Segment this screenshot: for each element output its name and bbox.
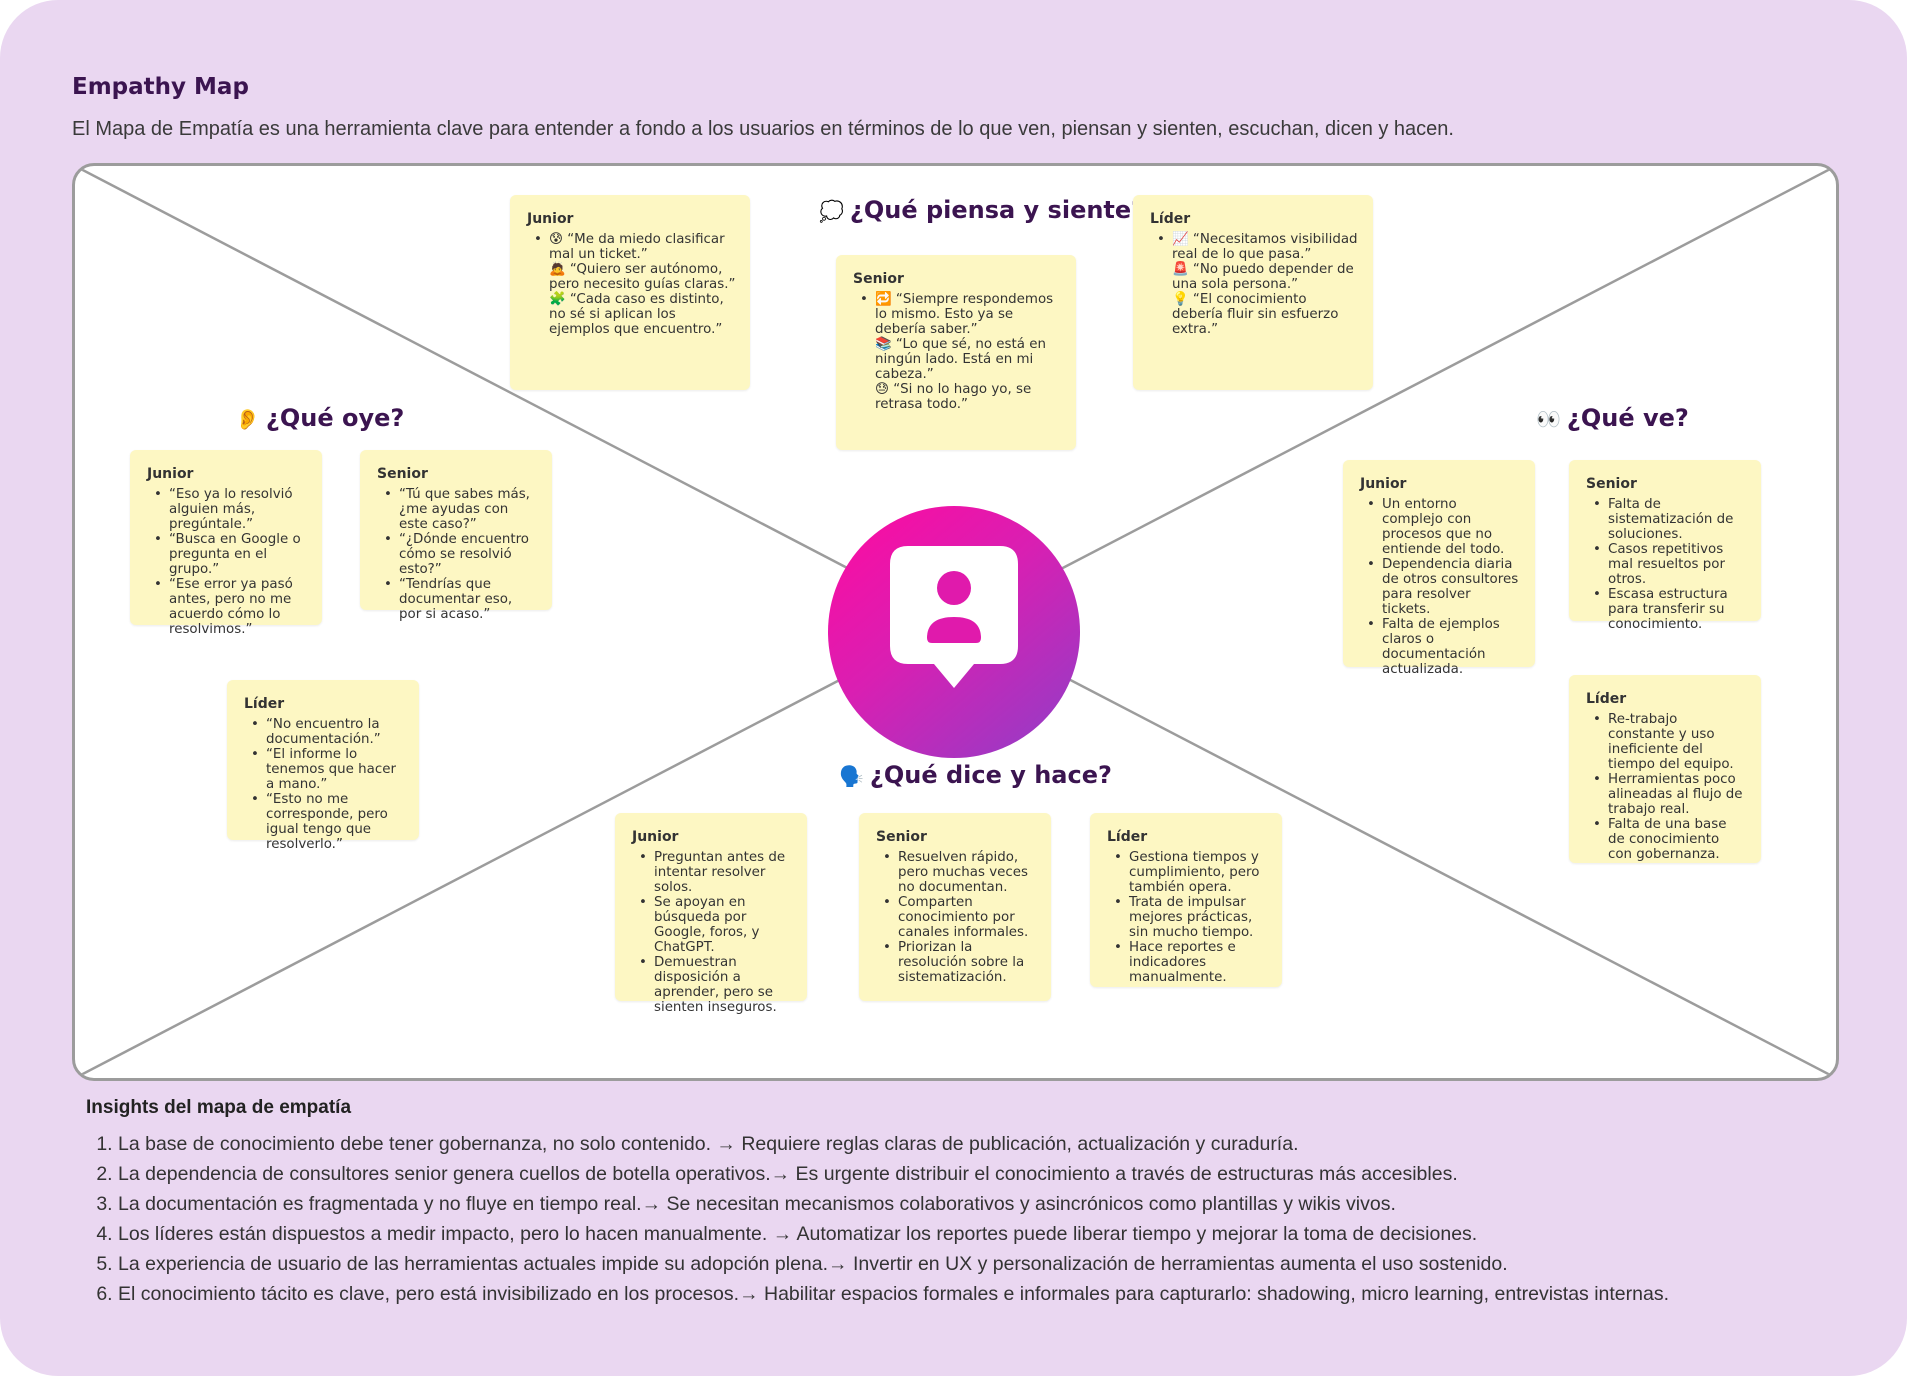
list-item: Comparten conocimiento por canales infor…	[883, 895, 1037, 940]
sticky-note-ve-junior: Junior Un entorno complejo con procesos …	[1343, 460, 1535, 677]
list-item: “Tú que sabes más, ¿me ayudas con este c…	[384, 487, 538, 532]
list-item: “Tendrías que documentar eso, por si aca…	[384, 577, 538, 622]
sticky-note-ve-senior: Senior Falta de sistematización de soluc…	[1569, 460, 1761, 632]
list-item: Falta de ejemplos claros o documentación…	[1367, 617, 1521, 677]
list-item: “Eso ya lo resolvió alguien más, pregúnt…	[154, 487, 308, 532]
sticky-note-piensa-senior: Senior 🔁 “Siempre respondemos lo mismo. …	[836, 255, 1076, 450]
note-role: Senior	[377, 466, 428, 482]
list-item: Resuelven rápido, pero muchas veces no d…	[883, 850, 1037, 895]
note-list: Resuelven rápido, pero muchas veces no d…	[876, 850, 1037, 985]
eyes-icon: 👀	[1536, 407, 1561, 431]
list-item: Demuestran disposición a aprender, pero …	[639, 955, 793, 1015]
heading-oye: 👂¿Qué oye?	[235, 404, 405, 432]
insights-section: Insights del mapa de empatía La base de …	[86, 1097, 1876, 1309]
note-list: Falta de sistematización de soluciones. …	[1586, 497, 1747, 632]
heading-dice-hace: 🗣️¿Qué dice y hace?	[839, 761, 1112, 789]
list-item: Re-trabajo constante y uso ineficiente d…	[1593, 712, 1747, 772]
list-item: 📚 “Lo que sé, no está en ningún lado. Es…	[875, 337, 1046, 382]
speaking-head-icon: 🗣️	[839, 764, 864, 788]
insight-item: Los líderes están dispuestos a medir imp…	[118, 1219, 1876, 1249]
note-role: Junior	[1360, 476, 1407, 492]
list-item: “No encuentro la documentación.”	[251, 717, 405, 747]
heading-ve: 👀¿Qué ve?	[1536, 404, 1689, 432]
list-item: 🧩 “Cada caso es distinto, no sé si aplic…	[549, 292, 724, 337]
note-list: 📈 “Necesitamos visibilidad real de lo qu…	[1150, 232, 1359, 337]
page-title: Empathy Map	[72, 74, 249, 100]
list-item: 💡 “El conocimiento debería fluir sin esf…	[1172, 292, 1339, 337]
sticky-note-piensa-junior: Junior 😰 “Me da miedo clasificar mal un …	[510, 195, 750, 390]
list-item: “El informe lo tenemos que hacer a mano.…	[251, 747, 405, 792]
list-item: Falta de sistematización de soluciones.	[1593, 497, 1747, 542]
sticky-note-oye-junior: Junior “Eso ya lo resolvió alguien más, …	[130, 450, 322, 637]
list-item: Preguntan antes de intentar resolver sol…	[639, 850, 793, 895]
note-role: Senior	[1586, 476, 1637, 492]
list-item: Un entorno complejo con procesos que no …	[1367, 497, 1521, 557]
note-list: “Tú que sabes más, ¿me ayudas con este c…	[377, 487, 538, 622]
insights-list: La base de conocimiento debe tener gober…	[86, 1129, 1876, 1309]
list-item: 🙇 “Quiero ser autónomo, pero necesito gu…	[549, 262, 736, 292]
diagonal-lines	[75, 166, 1836, 1078]
list-item: 📈 “Necesitamos visibilidad real de lo qu…	[1157, 232, 1359, 262]
list-item: “Esto no me corresponde, pero igual teng…	[251, 792, 405, 852]
list-item: “Busca en Google o pregunta en el grupo.…	[154, 532, 308, 577]
note-list: Re-trabajo constante y uso ineficiente d…	[1586, 712, 1747, 862]
note-role: Junior	[632, 829, 679, 845]
page-subtitle: El Mapa de Empatía es una herramienta cl…	[72, 118, 1454, 140]
user-profile-icon	[890, 546, 1018, 688]
note-role: Junior	[527, 211, 574, 227]
insight-item: El conocimiento tácito es clave, pero es…	[118, 1279, 1876, 1309]
sticky-note-piensa-lider: Líder 📈 “Necesitamos visibilidad real de…	[1133, 195, 1373, 390]
note-list: 🔁 “Siempre respondemos lo mismo. Esto ya…	[853, 292, 1062, 412]
insight-item: La documentación es fragmentada y no flu…	[118, 1189, 1876, 1219]
note-role: Senior	[876, 829, 927, 845]
user-avatar	[828, 506, 1080, 758]
list-item: Se apoyan en búsqueda por Google, foros,…	[639, 895, 793, 955]
sticky-note-dice-junior: Junior Preguntan antes de intentar resol…	[615, 813, 807, 1015]
list-item: 😰 “Me da miedo clasificar mal un ticket.…	[534, 232, 736, 262]
note-role: Líder	[244, 696, 285, 712]
list-item: Hace reportes e indicadores manualmente.	[1114, 940, 1268, 985]
note-role: Senior	[853, 271, 904, 287]
empathy-map-board: 💭¿Qué piensa y siente? 👂¿Qué oye? 👀¿Qué …	[72, 163, 1839, 1081]
heading-piensa-siente: 💭¿Qué piensa y siente?	[819, 196, 1146, 224]
list-item: “¿Dónde encuentro cómo se resolvió esto?…	[384, 532, 538, 577]
list-item: Priorizan la resolución sobre la sistema…	[883, 940, 1037, 985]
list-item: Gestiona tiempos y cumplimiento, pero ta…	[1114, 850, 1268, 895]
note-list: 😰 “Me da miedo clasificar mal un ticket.…	[527, 232, 736, 337]
ear-icon: 👂	[235, 407, 260, 431]
sticky-note-dice-lider: Líder Gestiona tiempos y cumplimiento, p…	[1090, 813, 1282, 987]
list-item: Herramientas poco alineadas al flujo de …	[1593, 772, 1747, 817]
insight-item: La experiencia de usuario de las herrami…	[118, 1249, 1876, 1279]
sticky-note-oye-lider: Líder “No encuentro la documentación.” “…	[227, 680, 419, 852]
list-item: Casos repetitivos mal resueltos por otro…	[1593, 542, 1747, 587]
note-list: “No encuentro la documentación.” “El inf…	[244, 717, 405, 852]
note-role: Junior	[147, 466, 194, 482]
note-role: Líder	[1150, 211, 1191, 227]
sticky-note-oye-senior: Senior “Tú que sabes más, ¿me ayudas con…	[360, 450, 552, 622]
note-list: “Eso ya lo resolvió alguien más, pregúnt…	[147, 487, 308, 637]
insight-item: La base de conocimiento debe tener gober…	[118, 1129, 1876, 1159]
note-list: Gestiona tiempos y cumplimiento, pero ta…	[1107, 850, 1268, 985]
sticky-note-dice-senior: Senior Resuelven rápido, pero muchas vec…	[859, 813, 1051, 1001]
list-item: “Ese error ya pasó antes, pero no me acu…	[154, 577, 308, 637]
insights-title: Insights del mapa de empatía	[86, 1097, 352, 1118]
list-item: 🚨 “No puedo depender de una sola persona…	[1172, 262, 1354, 292]
list-item: 😓 “Si no lo hago yo, se retrasa todo.”	[875, 382, 1032, 412]
list-item: Escasa estructura para transferir su con…	[1593, 587, 1747, 632]
list-item: Falta de una base de conocimiento con go…	[1593, 817, 1747, 862]
note-role: Líder	[1107, 829, 1148, 845]
note-list: Un entorno complejo con procesos que no …	[1360, 497, 1521, 677]
list-item: Trata de impulsar mejores prácticas, sin…	[1114, 895, 1268, 940]
note-list: Preguntan antes de intentar resolver sol…	[632, 850, 793, 1015]
list-item: Dependencia diaria de otros consultores …	[1367, 557, 1521, 617]
list-item: 🔁 “Siempre respondemos lo mismo. Esto ya…	[860, 292, 1062, 337]
note-role: Líder	[1586, 691, 1627, 707]
thought-bubble-icon: 💭	[819, 199, 844, 223]
sticky-note-ve-lider: Líder Re-trabajo constante y uso inefici…	[1569, 675, 1761, 863]
insight-item: La dependencia de consultores senior gen…	[118, 1159, 1876, 1189]
